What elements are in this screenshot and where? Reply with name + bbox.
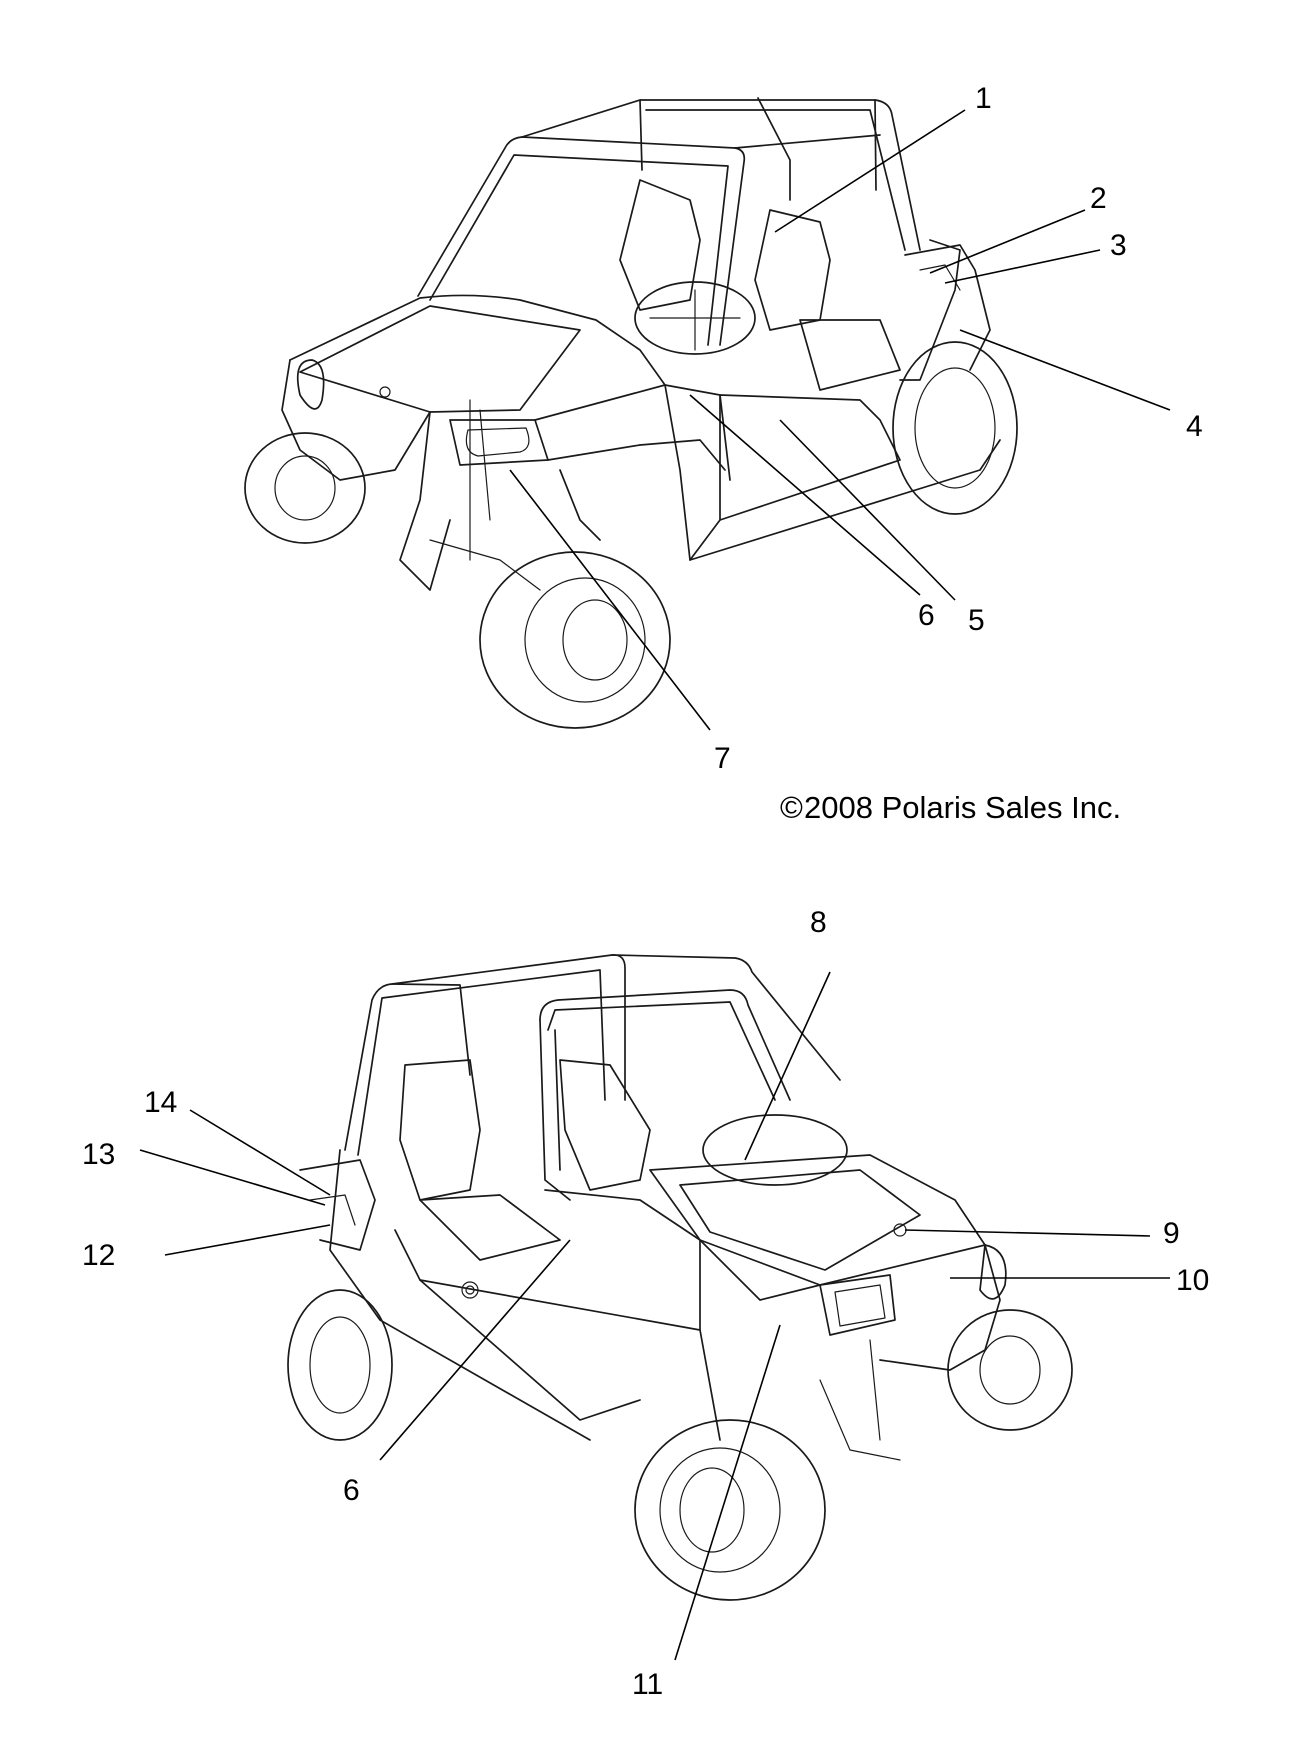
copyright-notice: © 2008 Polaris Sales Inc. xyxy=(780,790,1121,825)
callout-13: 13 xyxy=(82,1138,115,1171)
callout-14: 14 xyxy=(144,1086,177,1119)
leader-lines-top xyxy=(509,109,1171,731)
vehicle-drawing-top xyxy=(244,97,1018,729)
copyright-text: 2008 Polaris Sales Inc. xyxy=(804,790,1121,825)
callouts-top: 1 2 3 4 5 6 7 xyxy=(714,82,1203,775)
copyright-symbol: © xyxy=(780,790,803,825)
callout-8: 8 xyxy=(810,906,827,939)
callout-6b: 6 xyxy=(343,1474,360,1507)
leader-lines-bottom xyxy=(139,971,1170,1661)
callouts-bottom: 8 9 10 11 6 12 13 14 xyxy=(82,906,1209,1701)
callout-3: 3 xyxy=(1110,229,1127,262)
callout-7: 7 xyxy=(714,742,731,775)
callout-5: 5 xyxy=(968,604,985,637)
vehicle-drawing-bottom xyxy=(287,954,1073,1601)
callout-6: 6 xyxy=(918,599,935,632)
callout-1: 1 xyxy=(975,82,992,115)
callout-10: 10 xyxy=(1176,1264,1209,1297)
callout-2: 2 xyxy=(1090,182,1107,215)
callout-11: 11 xyxy=(632,1668,663,1701)
callout-9: 9 xyxy=(1163,1217,1180,1250)
callout-4: 4 xyxy=(1186,410,1203,443)
callout-12: 12 xyxy=(82,1239,115,1272)
